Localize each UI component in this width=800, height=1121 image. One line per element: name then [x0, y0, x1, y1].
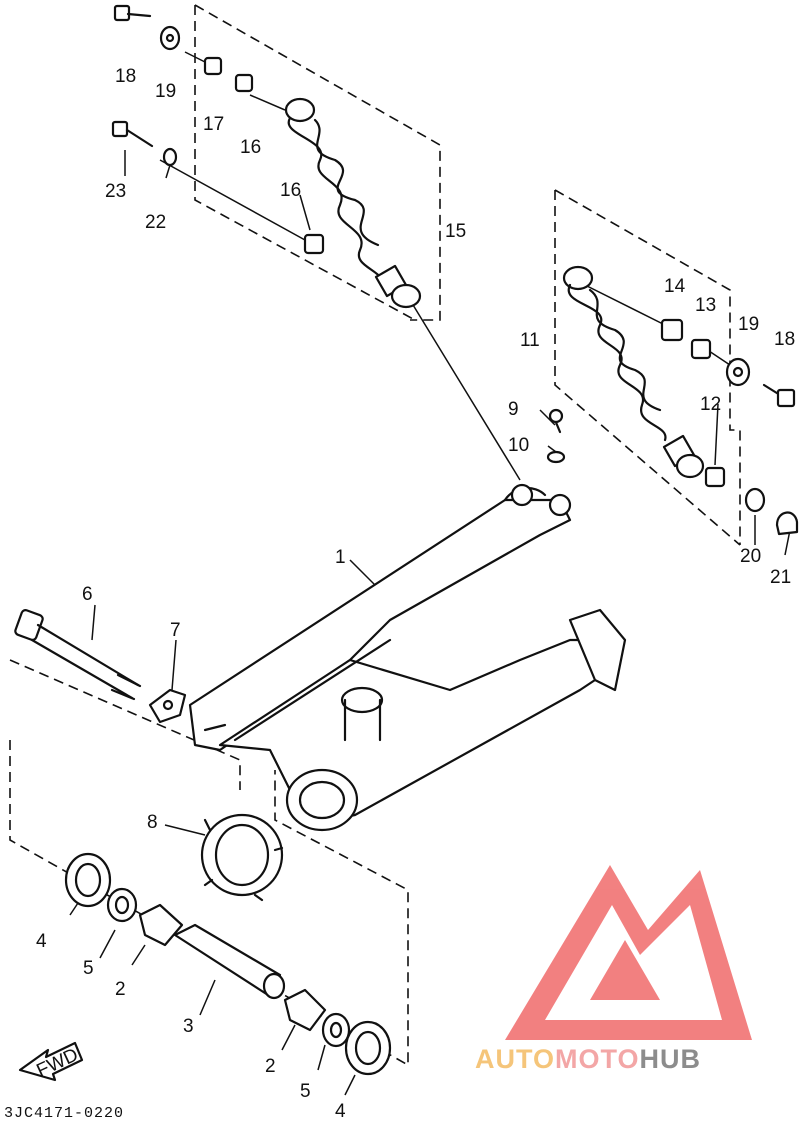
group-outline-left-shock — [194, 4, 441, 321]
callout-16-lower: 16 — [280, 180, 301, 201]
cover-part — [200, 813, 284, 902]
group-outline-pivot-lower — [9, 740, 409, 1067]
rear-shock-left — [284, 97, 422, 309]
callout-2-right: 2 — [265, 1056, 276, 1077]
diagram-code: 3JC4171-0220 — [4, 1105, 124, 1121]
callout-6: 6 — [82, 584, 93, 605]
callout-19-right: 19 — [738, 314, 759, 335]
callout-9: 9 — [508, 399, 519, 420]
callout-8: 8 — [147, 812, 158, 833]
watermark-logo-icon — [505, 865, 752, 1040]
svg-text:AUTOMOTOHUB: AUTOMOTOHUB — [475, 1044, 701, 1074]
callout-23: 23 — [105, 181, 126, 202]
watermark-text: AUTOMOTOHUB — [475, 1044, 701, 1074]
group-outline-right-shock — [554, 189, 741, 546]
callout-16-top: 16 — [240, 137, 261, 158]
callout-15: 15 — [445, 221, 466, 242]
callout-21: 21 — [770, 567, 791, 588]
callout-1: 1 — [335, 547, 346, 568]
rear-shock-right — [546, 265, 799, 536]
watermark-part-auto: AUTO — [475, 1044, 555, 1074]
leader-lines — [69, 51, 791, 1096]
callout-17: 17 — [203, 114, 224, 135]
callout-10: 10 — [508, 435, 529, 456]
callout-2-left: 2 — [115, 979, 126, 1000]
swing-arm — [188, 483, 627, 832]
callout-20: 20 — [740, 546, 761, 567]
callout-4-left: 4 — [36, 931, 47, 952]
callout-7: 7 — [170, 620, 181, 641]
watermark-part-moto: MOTO — [555, 1044, 640, 1074]
pivot-parts-lower — [64, 852, 392, 1076]
fwd-arrow-icon: FWD — [18, 1041, 84, 1082]
watermark-part-hub: HUB — [640, 1044, 702, 1074]
callout-numbers: 18 19 17 16 23 22 16 15 14 13 19 18 11 9… — [36, 66, 795, 1121]
fwd-label: FWD — [34, 1044, 82, 1081]
callout-5-left: 5 — [83, 958, 94, 979]
callout-4-right: 4 — [335, 1101, 346, 1121]
callout-22: 22 — [145, 212, 166, 233]
callout-18-right: 18 — [774, 329, 795, 350]
callout-5-right: 5 — [300, 1081, 311, 1102]
pivot-shaft — [14, 609, 142, 701]
callout-13: 13 — [695, 295, 716, 316]
shock-bushings-left — [111, 4, 325, 255]
group-outline-pivot-upper — [9, 659, 241, 790]
callout-19-top: 19 — [155, 81, 176, 102]
callout-14: 14 — [664, 276, 686, 297]
callout-12: 12 — [700, 394, 721, 415]
callout-18-top: 18 — [115, 66, 136, 87]
callout-11: 11 — [520, 330, 540, 351]
callout-3: 3 — [183, 1016, 194, 1037]
plate-part — [148, 688, 187, 724]
